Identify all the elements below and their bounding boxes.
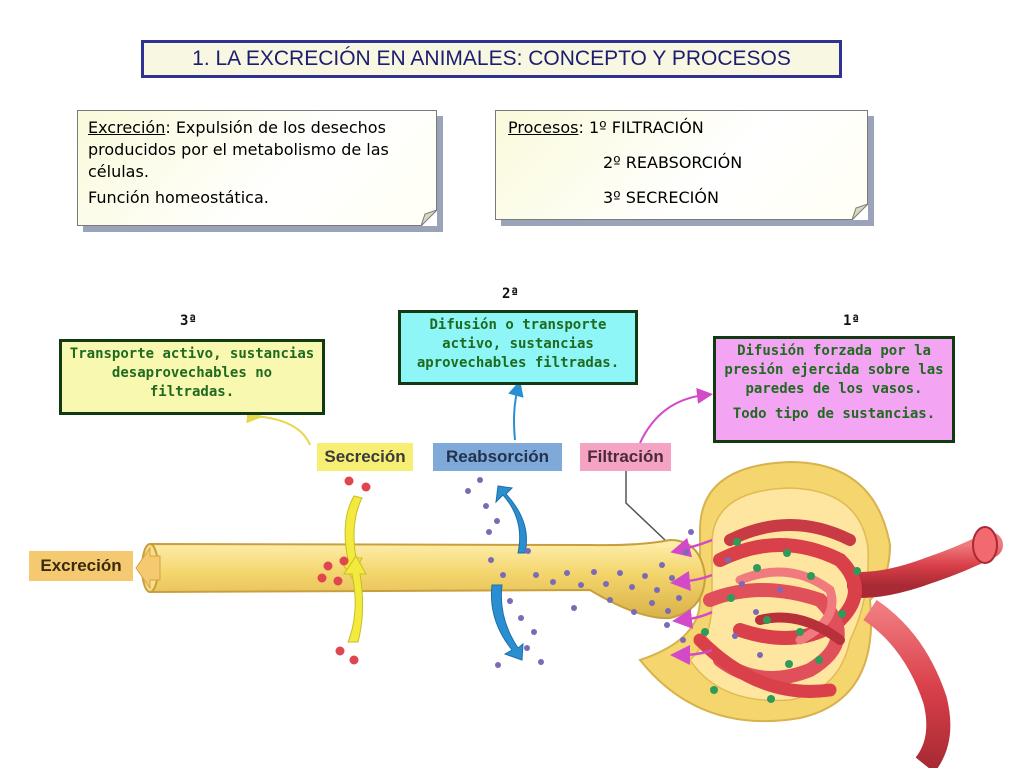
secretion-arrows: [339, 495, 367, 643]
solute-particles: [317, 476, 861, 703]
blood-vessels: [693, 519, 1003, 768]
folded-corner-icon: [421, 210, 437, 226]
reabsorption-description-box: Difusión o transporte activo, sustancias…: [398, 310, 638, 385]
filtration-arrow-icon: [672, 608, 713, 629]
filtration-arrow-icon: [670, 644, 713, 665]
tubule: [149, 538, 707, 620]
reabsorption-label: Reabsorción: [433, 443, 562, 471]
process-step-3: 3º SECRECIÓN: [603, 188, 719, 207]
process-step-1: : 1º FILTRACIÓN: [578, 118, 704, 137]
filtration-arrow-icon: [670, 537, 713, 558]
excretion-definition-note: Excreción: Expulsión de los desechos pro…: [77, 110, 437, 226]
processes-term: Procesos: [508, 118, 579, 137]
excretion-definition: : Expulsión de los desechos producidos p…: [88, 118, 389, 181]
secretion-description-box: Transporte activo, sustancias desaprovec…: [59, 339, 325, 415]
filtration-description-box: Difusión forzada por la presión ejercida…: [713, 336, 955, 443]
reabsorption-arrow-icon: [490, 584, 524, 661]
filtration-description: Difusión forzada por la presión ejercida…: [724, 343, 944, 397]
reabsorption-connector: [508, 380, 524, 441]
secretion-arrow-icon: [339, 495, 363, 579]
step-tag-first: 1ª: [843, 313, 860, 329]
reabsorption-arrows: [490, 485, 527, 661]
excretion-term: Excreción: [88, 118, 166, 137]
filtration-arrow-icon: [670, 571, 713, 591]
secretion-arrow-icon: [343, 555, 367, 643]
step-tag-second: 2ª: [502, 286, 519, 302]
connector-lines: [246, 380, 713, 541]
filtration-arrows: [670, 537, 713, 665]
filtration-substances: Todo tipo de sustancias.: [732, 406, 936, 422]
filtration-pointer-line: [625, 471, 666, 541]
filtration-label: Filtración: [580, 443, 671, 471]
page-title: 1. LA EXCRECIÓN EN ANIMALES: CONCEPTO Y …: [141, 40, 842, 78]
secretion-description: Transporte activo, sustancias desaprovec…: [69, 346, 315, 400]
process-step-2: 2º REABSORCIÓN: [603, 153, 743, 172]
secretion-connector: [246, 407, 311, 446]
processes-note: Procesos: 1º FILTRACIÓN 2º REABSORCIÓN 3…: [495, 110, 868, 220]
excretion-arrow-icon: [135, 546, 161, 590]
step-tag-third: 3ª: [180, 313, 197, 329]
reabsorption-description: Difusión o transporte activo, sustancias…: [416, 317, 620, 371]
secretion-label: Secreción: [317, 443, 413, 471]
folded-corner-icon: [852, 204, 868, 220]
excretion-function: Función homeostática.: [88, 188, 269, 207]
excretion-label: Excreción: [29, 551, 133, 581]
filtration-connector: [639, 387, 713, 444]
reabsorption-arrow-icon: [495, 485, 527, 554]
